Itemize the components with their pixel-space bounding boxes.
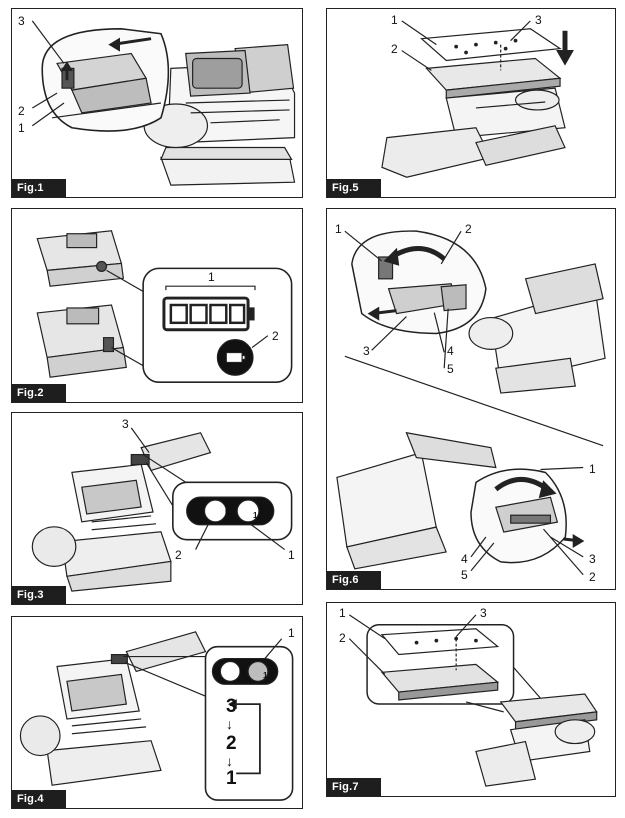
callout-2: 2 [589, 570, 596, 584]
callout-1: 1 [18, 121, 25, 135]
callout-2: 2 [18, 104, 25, 118]
callout-1: 1 [288, 626, 295, 640]
speed-dial-illustration [31, 427, 293, 592]
figure-3-panel: 0 3 1 2 3 2 1 Fig.3 [11, 412, 303, 605]
dial-position-1-2: 1 2 [253, 511, 265, 520]
callout-3: 3 [363, 344, 370, 358]
callout-2: 2 [339, 631, 346, 645]
dial-position-3: 3 [268, 662, 273, 671]
clamp-lever-illustration [336, 230, 606, 576]
speed-adjustment-illustration [19, 631, 294, 801]
figure-5-panel: 1 3 2 Fig.5 [326, 8, 616, 198]
callout-1: 1 [589, 462, 596, 476]
dial-position-1-2: 1 2 [263, 671, 275, 680]
figure-6-panel: 1 2 3 4 5 1 3 2 4 5 Fig.6 [326, 208, 616, 590]
callout-3: 3 [589, 552, 596, 566]
dial-position-0: 0 [239, 666, 246, 678]
figure-label: Fig.6 [327, 571, 381, 589]
figure-2-panel: 1 2 Fig.2 [11, 208, 303, 403]
callout-1: 1 [208, 270, 215, 284]
callout-2: 2 [465, 222, 472, 236]
dial-position-0: 0 [225, 506, 232, 518]
figure-label: Fig.1 [12, 179, 66, 197]
callout-4: 4 [461, 552, 468, 566]
sandpaper-sheet-illustration [348, 614, 598, 787]
figure-4-panel: 0 3 1 2 3 ↓ 2 ↓ 1 1 Fig.4 [11, 616, 303, 809]
figure-label: Fig.5 [327, 179, 381, 197]
callout-3: 3 [535, 13, 542, 27]
figure-label: Fig.4 [12, 790, 66, 808]
callout-2: 2 [391, 42, 398, 56]
callout-1: 1 [335, 222, 342, 236]
battery-indicator-illustration [36, 230, 293, 383]
callout-4: 4 [447, 344, 454, 358]
callout-2: 2 [272, 329, 279, 343]
callout-3: 3 [480, 606, 487, 620]
battery-insertion-illustration [31, 20, 296, 186]
dial-position-3: 3 [258, 502, 263, 511]
callout-3: 3 [122, 417, 129, 431]
sandpaper-attach-illustration [381, 20, 574, 178]
callout-2: 2 [175, 548, 182, 562]
callout-1: 1 [288, 548, 295, 562]
arrow-down-icon: ↓ [226, 716, 233, 732]
speed-step-3: 3 [226, 696, 237, 717]
callout-5: 5 [447, 362, 454, 376]
callout-1: 1 [391, 13, 398, 27]
callout-1: 1 [339, 606, 346, 620]
callout-5: 5 [461, 568, 468, 582]
figure-label: Fig.2 [12, 384, 66, 402]
arrow-down-icon: ↓ [226, 753, 233, 769]
speed-step-1: 1 [226, 768, 237, 789]
speed-step-2: 2 [226, 733, 237, 754]
figure-label: Fig.7 [327, 778, 381, 796]
figure-7-panel: 1 3 2 Fig.7 [326, 602, 616, 797]
callout-3: 3 [18, 14, 25, 28]
figure-1-panel: 3 2 1 Fig.1 [11, 8, 303, 198]
figure-label: Fig.3 [12, 586, 66, 604]
